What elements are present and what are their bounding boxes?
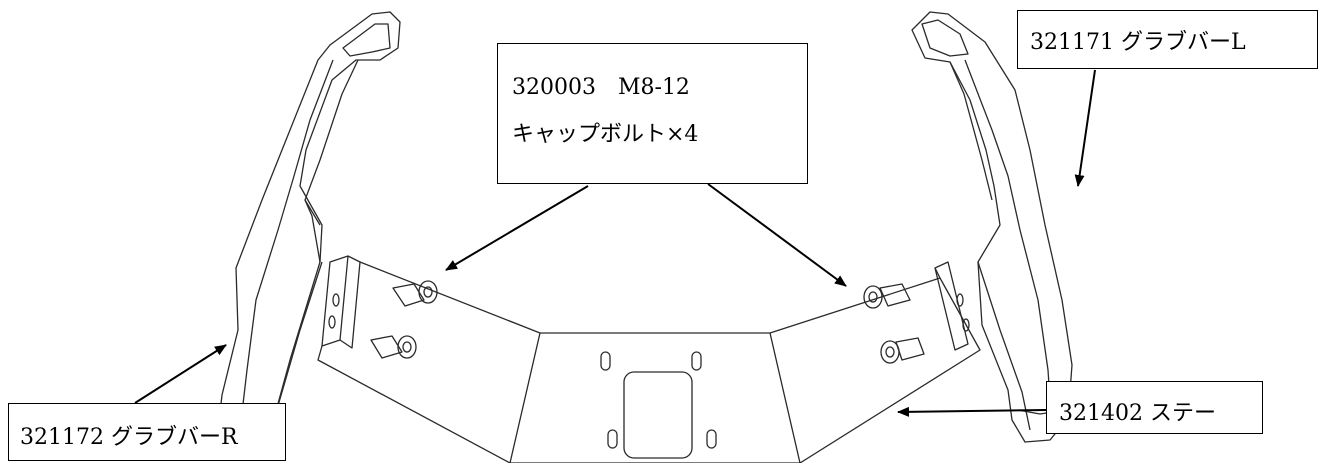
cap-bolt-left-lower: [370, 335, 417, 359]
callout-grab-bar-l: 321171 グラブバーL: [1017, 10, 1318, 69]
arrow-bolt-right: [707, 183, 847, 287]
arrow-stay: [897, 406, 1047, 417]
arrow-grab-bar-l: [1074, 69, 1096, 187]
stay-bracket-part: [317, 255, 981, 463]
callout-cap-bolt-part-line: 320003 M8-12: [512, 75, 690, 100]
arrow-bolt-left: [445, 185, 589, 271]
grab-bar-r-part: [217, 11, 401, 443]
callout-stay: 321402 ステー: [1046, 381, 1263, 434]
cap-bolt-left-upper: [392, 280, 438, 307]
callout-cap-bolt: 320003 M8-12 キャップボルト×4: [497, 43, 808, 184]
callout-grab-bar-r-label: 321172 グラブバーR: [20, 425, 238, 450]
callout-stay-label: 321402 ステー: [1059, 401, 1216, 426]
cap-bolt-right-upper: [863, 283, 911, 309]
callout-grab-bar-r: 321172 グラブバーR: [8, 403, 286, 461]
arrow-grab-bar-r: [134, 344, 227, 404]
cap-bolt-right-lower: [880, 337, 925, 364]
callout-grab-bar-l-label: 321171 グラブバーL: [1030, 30, 1246, 55]
callout-cap-bolt-name-line: キャップボルト×4: [512, 122, 699, 147]
